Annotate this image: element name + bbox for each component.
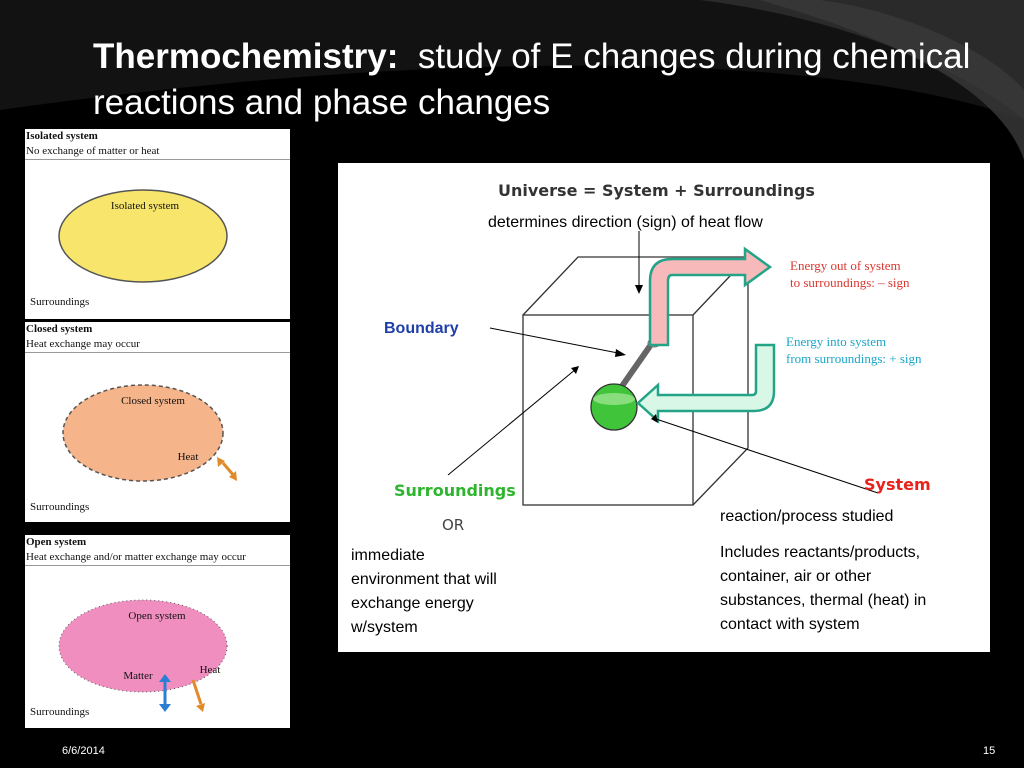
surroundings-label: Surroundings: [30, 706, 90, 718]
universe-equation: Universe = System + Surroundings: [498, 181, 815, 200]
system-diagram: Universe = System + Surroundings determi…: [338, 163, 990, 652]
open-ellipse-graphic: [58, 599, 228, 712]
panel-subtitle: No exchange of matter or heat: [26, 145, 160, 157]
cube-diagram-graphic: [447, 231, 879, 506]
system-desc-line: substances, thermal (heat) in: [720, 592, 927, 609]
boundary-label: Boundary: [384, 320, 459, 337]
system-description: Includes reactants/products, container, …: [720, 541, 985, 637]
reaction-note: reaction/process studied: [720, 508, 894, 525]
or-label: OR: [442, 516, 465, 534]
ellipse-label: Open system: [128, 610, 186, 622]
system-desc-line: contact with system: [720, 616, 860, 633]
panel-body: Isolated system Surroundings: [25, 160, 290, 317]
surroundings-label: Surroundings: [394, 481, 516, 500]
closed-system-panel: Closed system Heat exchange may occur Cl…: [25, 322, 290, 522]
matter-label: Matter: [123, 670, 153, 682]
panel-title: Open system: [26, 536, 87, 548]
system-desc-line: container, air or other: [720, 568, 872, 585]
panel-subtitle: Heat exchange may occur: [26, 338, 140, 350]
panel-header: Open system Heat exchange and/or matter …: [25, 535, 290, 566]
panel-header: Closed system Heat exchange may occur: [25, 322, 290, 353]
panel-body: Open system Matter Heat Surroundings: [25, 566, 290, 726]
surroundings-desc-line: exchange energy: [351, 595, 474, 612]
energy-out-line-2: to surroundings: – sign: [790, 275, 910, 290]
surroundings-desc-line: w/system: [351, 619, 418, 636]
open-system-panel: Open system Heat exchange and/or matter …: [25, 535, 290, 728]
heat-flow-note: determines direction (sign) of heat flow: [488, 214, 763, 231]
closed-ellipse-graphic: [62, 384, 237, 482]
heat-label: Heat: [199, 664, 221, 676]
slide-title: Thermochemistry: study of E changes duri…: [93, 34, 993, 126]
surroundings-desc-line: immediate: [351, 547, 425, 564]
isolated-system-panel: Isolated system No exchange of matter or…: [25, 129, 290, 319]
energy-in-label: Energy into system from surroundings: + …: [786, 333, 922, 367]
system-label: System: [864, 475, 931, 494]
panel-header: Isolated system No exchange of matter or…: [25, 129, 290, 160]
surroundings-label: Surroundings: [30, 296, 90, 308]
energy-in-line-1: Energy into system: [786, 334, 887, 349]
panel-title: Closed system: [26, 323, 93, 335]
energy-in-line-2: from surroundings: + sign: [786, 351, 922, 366]
energy-out-label: Energy out of system to surroundings: – …: [790, 257, 910, 291]
panel-body: Closed system Heat Surroundings: [25, 353, 290, 521]
panel-subtitle: Heat exchange and/or matter exchange may…: [26, 551, 246, 563]
title-rest: study of E changes during chemical react…: [93, 37, 971, 122]
surroundings-description: immediate environment that will exchange…: [351, 544, 551, 640]
surroundings-desc-line: environment that will: [351, 571, 497, 588]
heat-label: Heat: [177, 451, 199, 463]
title-bold: Thermochemistry:: [93, 37, 399, 76]
system-desc-line: Includes reactants/products,: [720, 544, 921, 561]
slide-page-number: 15: [983, 745, 996, 757]
energy-out-line-1: Energy out of system: [790, 258, 901, 273]
surroundings-label: Surroundings: [30, 501, 90, 513]
slide-date: 6/6/2014: [62, 745, 105, 757]
isolated-ellipse-graphic: [58, 189, 228, 283]
panel-title: Isolated system: [26, 130, 98, 142]
ellipse-label: Isolated system: [110, 200, 180, 212]
ellipse-label: Closed system: [121, 395, 185, 407]
